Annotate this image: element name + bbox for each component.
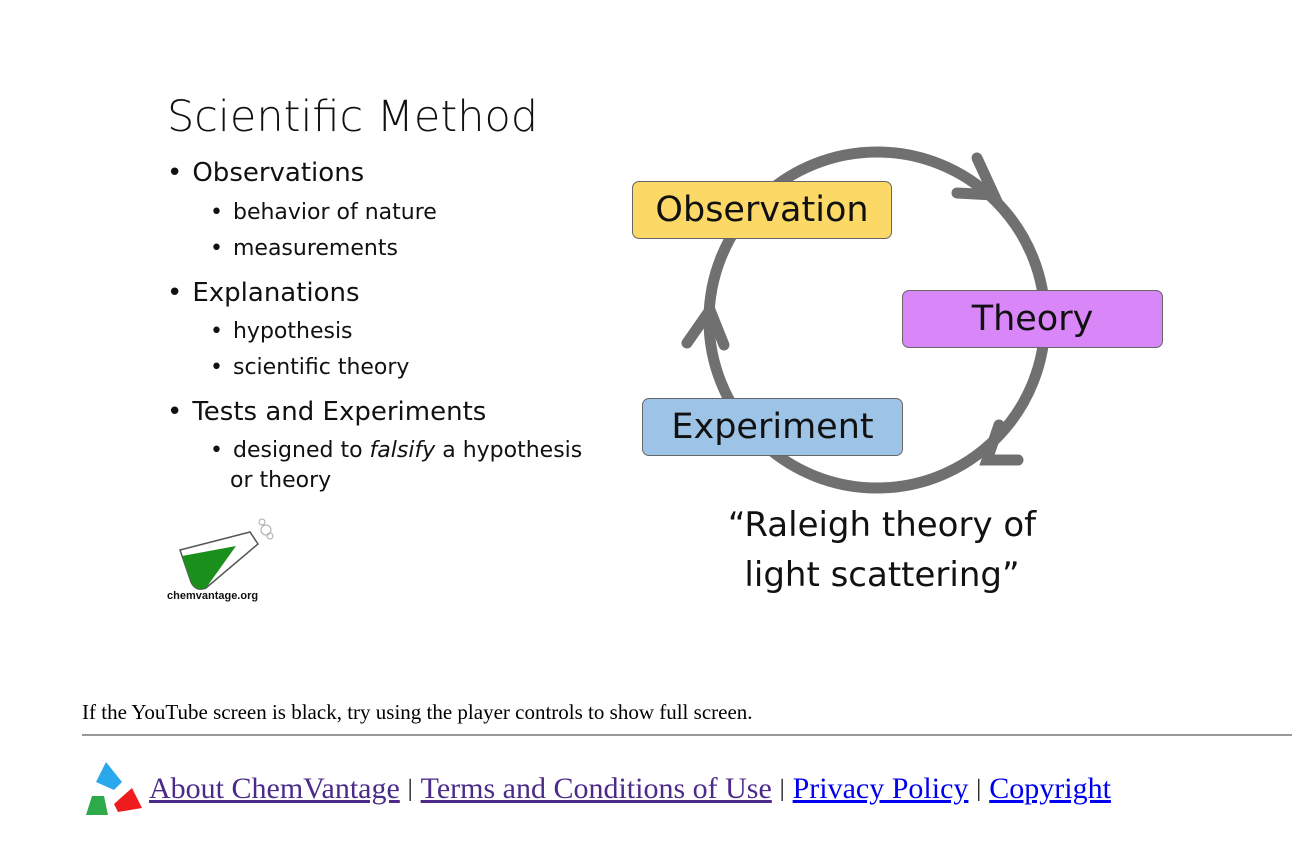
theory-box: Theory	[902, 290, 1163, 348]
logo-text: chemvantage.org	[167, 590, 259, 602]
experiment-box: Experiment	[642, 398, 903, 456]
arrow-icon	[681, 298, 730, 351]
chemvantage-logo-icon	[86, 762, 142, 815]
help-note: If the YouTube screen is black, try usin…	[82, 700, 753, 724]
sub-bullet: measurements	[210, 236, 398, 261]
terms-link[interactable]: Terms and Conditions of Use	[420, 772, 772, 805]
privacy-link[interactable]: Privacy Policy	[792, 772, 969, 805]
about-link[interactable]: About ChemVantage	[149, 772, 400, 805]
bullet: Explanations	[167, 278, 359, 308]
sub-bullet: scientific theory	[210, 355, 409, 380]
arrow-icon	[979, 419, 1024, 466]
video-player[interactable]: Scientific Method Observations behavior …	[82, 0, 1292, 690]
copyright-link[interactable]: Copyright	[989, 772, 1111, 805]
separator: |	[779, 775, 785, 802]
footer: About ChemVantage | Terms and Conditions…	[82, 760, 1111, 818]
separator: |	[407, 775, 413, 802]
bullet: Tests and Experiments	[167, 397, 486, 427]
divider	[82, 734, 1292, 736]
slide: Scientific Method Observations behavior …	[82, 0, 1292, 690]
separator: |	[976, 775, 982, 802]
sub-bullet: hypothesis	[210, 319, 353, 344]
flask-logo-icon	[179, 518, 274, 590]
sub-bullet: behavior of nature	[210, 200, 437, 225]
bullet: Observations	[167, 158, 364, 188]
arrow-icon	[951, 152, 1003, 201]
sub-bullet-cont: or theory	[230, 468, 332, 493]
slide-title: Scientific Method	[167, 92, 539, 142]
observation-box: Observation	[632, 181, 892, 239]
sub-bullet: designed to falsify a hypothesis	[210, 438, 582, 463]
